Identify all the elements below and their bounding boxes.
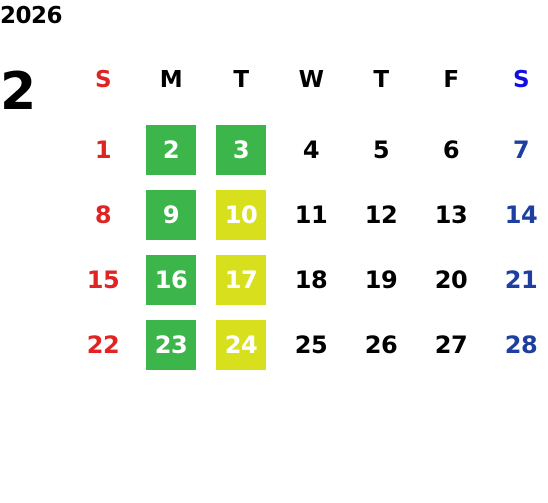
day-cell: 10	[216, 190, 266, 240]
day-cell: 18	[294, 266, 328, 294]
weekday-header-monday: M	[159, 67, 183, 93]
day-cell: 12	[364, 201, 398, 229]
day-cell: 1	[94, 136, 112, 164]
day-cell: 25	[294, 331, 328, 359]
day-cell: 23	[146, 320, 196, 370]
day-cell: 11	[294, 201, 328, 229]
day-cell: 21	[504, 266, 538, 294]
day-cell: 8	[94, 201, 112, 229]
week-row-2: 8 9 10 11 12 13 14	[67, 190, 548, 240]
day-cell: 9	[146, 190, 196, 240]
month-number: 2	[0, 62, 37, 122]
day-cell: 15	[86, 266, 120, 294]
day-cell: 6	[442, 136, 460, 164]
day-cell: 28	[504, 331, 538, 359]
day-cell: 24	[216, 320, 266, 370]
day-cell: 4	[302, 136, 320, 164]
week-row-3: 15 16 17 18 19 20 21	[67, 255, 548, 305]
weekday-header-saturday: S	[512, 67, 530, 93]
week-row-1: 1 2 3 4 5 6 7	[67, 125, 548, 175]
weekday-header-friday: F	[443, 67, 459, 93]
day-cell: 2	[146, 125, 196, 175]
day-cell: 27	[434, 331, 468, 359]
day-cell: 19	[364, 266, 398, 294]
weekday-header-thursday: T	[373, 67, 389, 93]
day-cell: 5	[372, 136, 390, 164]
year-label: 2026	[0, 3, 63, 29]
day-cell: 26	[364, 331, 398, 359]
day-cell: 3	[216, 125, 266, 175]
week-row-4: 22 23 24 25 26 27 28	[67, 320, 548, 370]
weekday-header-tuesday: T	[233, 67, 249, 93]
day-cell: 7	[512, 136, 530, 164]
day-cell: 16	[146, 255, 196, 305]
day-cell: 22	[86, 331, 120, 359]
weekday-header-sunday: S	[94, 67, 112, 93]
day-cell: 14	[504, 201, 538, 229]
weekday-header-wednesday: W	[298, 67, 324, 93]
day-cell: 20	[434, 266, 468, 294]
day-cell: 13	[434, 201, 468, 229]
weekday-header-row: S M T W T F S	[67, 60, 548, 110]
day-cell: 17	[216, 255, 266, 305]
